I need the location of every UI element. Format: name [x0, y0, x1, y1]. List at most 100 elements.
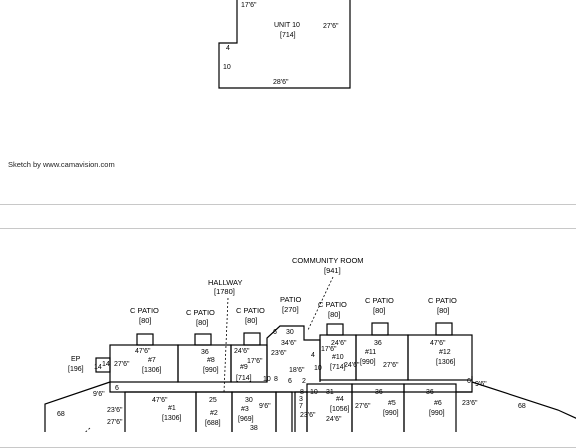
unit-11-depth: 27'6": [383, 362, 399, 369]
unit-11-label: #11: [365, 349, 376, 356]
unit-12-label: #12: [439, 349, 451, 356]
unit-9-area: [714]: [236, 375, 252, 382]
unit-5-area: [990]: [383, 410, 399, 417]
dim-24-6: 24'6": [344, 362, 360, 369]
unit-10-outline: [218, 0, 351, 89]
dim-left-lower: 10: [223, 64, 231, 71]
wing-left-outline: [44, 381, 111, 432]
dim-nine-six-b: 9'6": [475, 381, 487, 388]
unit-6-outline: [403, 383, 457, 432]
unit-10-label: #10: [332, 354, 344, 361]
c-patio-box-3: [243, 332, 261, 346]
unit-6-label: #6: [434, 400, 442, 407]
unit-5-label: #5: [388, 400, 396, 407]
c-patio-box-5: [326, 323, 344, 336]
unit-2-area: [688]: [205, 420, 221, 427]
unit-5-depth: 27'6": [355, 403, 371, 410]
dim-34-6: 34'6": [281, 340, 297, 347]
dim-30: 30: [286, 329, 294, 336]
unit-4-depth: 24'6": [326, 416, 342, 423]
dim-23-6-a: 23'6": [271, 350, 287, 357]
unit-2-label: #2: [210, 410, 218, 417]
unit-12-width: 47'6": [430, 340, 446, 347]
sketch-credit: Sketch by www.camavision.com: [8, 160, 115, 169]
c-patio-1-area: [80]: [139, 316, 152, 325]
unit-6-area: [990]: [429, 410, 445, 417]
ep-area: [196]: [68, 366, 84, 373]
unit-7-width: 47'6": [135, 348, 151, 355]
dim-top-left: 17'6": [241, 2, 257, 9]
dim-right: 27'6": [323, 23, 339, 30]
unit-7-label: #7: [148, 357, 156, 364]
unit-7-depth: 27'6": [114, 361, 130, 368]
dim-4: 4: [311, 352, 315, 359]
hallway-name: HALLWAY: [208, 278, 242, 287]
community-room-name: COMMUNITY ROOM: [292, 256, 364, 265]
floorplan-bottom-svg: COMMUNITY ROOM [941] HALLWAY [1780] C PA…: [44, 256, 576, 432]
unit-10-area: [714]: [280, 32, 296, 39]
ep-dim-a: 14: [102, 361, 110, 368]
unit-1-label: #1: [168, 405, 176, 412]
c-patio-1-name: C PATIO: [130, 306, 159, 315]
community-leader: [307, 276, 334, 331]
dim-six-d: 6: [467, 378, 471, 385]
c-patio-6-name: C PATIO: [365, 296, 394, 305]
unit-9-label: #9: [240, 364, 248, 371]
unit-11-width: 36: [374, 340, 382, 347]
unit-10-width: 24'6": [331, 340, 347, 347]
sketch-panel-top: [0, 0, 576, 205]
sketch-panel-bottom: [0, 228, 576, 448]
community-room-area: [941]: [324, 266, 341, 275]
unit-3-label: #3: [241, 406, 249, 413]
c-patio-7-area: [80]: [437, 306, 450, 315]
unit-10-depth: 17'6": [321, 346, 337, 353]
ep-outline: [95, 357, 111, 373]
unit-1-width: 47'6": [152, 397, 168, 404]
unit-4-width: 31: [326, 389, 334, 396]
unit-4-label: #4: [336, 396, 344, 403]
unit-7-area: [1306]: [142, 367, 162, 374]
unit-2-width: 25: [209, 397, 217, 404]
dim-left-upper: 4: [226, 45, 230, 52]
unit-1-area: [1306]: [162, 415, 182, 422]
dim-8-a: 8: [274, 376, 278, 383]
ep-dim-b: 14: [94, 364, 102, 371]
unit-12-area: [1306]: [436, 359, 456, 366]
unit-11-area: [990]: [360, 359, 376, 366]
patio-270-area: [270]: [282, 305, 299, 314]
c-patio-box-7: [435, 322, 453, 336]
c-patio-7-name: C PATIO: [428, 296, 457, 305]
small-room-outline: [294, 391, 308, 432]
dim-2: 2: [302, 378, 306, 385]
dim-six-c: 6: [273, 329, 277, 336]
unit-8-width: 36: [201, 349, 209, 356]
unit-3-side: 9'6": [259, 403, 271, 410]
unit-3-width: 30: [245, 397, 253, 404]
patio-270-name: PATIO: [280, 295, 302, 304]
unit-6-width: 36: [426, 389, 434, 396]
unit-1-depth: 23'6": [107, 407, 123, 414]
unit-8-area: [990]: [203, 367, 219, 374]
dim-10-a: 10: [314, 365, 322, 372]
dim-six-b: 6: [288, 378, 292, 385]
c-patio-box-2: [194, 333, 212, 346]
small-corridor-outline: [275, 391, 293, 432]
ep-name: EP: [71, 356, 81, 363]
dim-10-c: 10: [310, 389, 318, 396]
wing-right-outline: [471, 381, 576, 419]
unit-9-depth: 17'6": [247, 358, 263, 365]
c-patio-2-name: C PATIO: [186, 308, 215, 317]
unit-10-area: [714]: [330, 364, 346, 371]
left-leader: [84, 427, 91, 432]
unit-3-depth: 38: [250, 425, 258, 432]
unit-10-name: UNIT 10: [274, 22, 300, 29]
dim-six-a: 6: [115, 385, 119, 392]
dim-23-6-b: 23'6": [300, 412, 316, 419]
dim-3: 3: [299, 396, 303, 403]
unit-3-area: [969]: [238, 416, 254, 423]
c-patio-box-6: [371, 322, 389, 336]
c-patio-box-1: [136, 333, 154, 346]
dim-nine-six-a: 9'6": [93, 391, 105, 398]
c-patio-6-area: [80]: [373, 306, 386, 315]
c-patio-5-area: [80]: [328, 310, 341, 319]
